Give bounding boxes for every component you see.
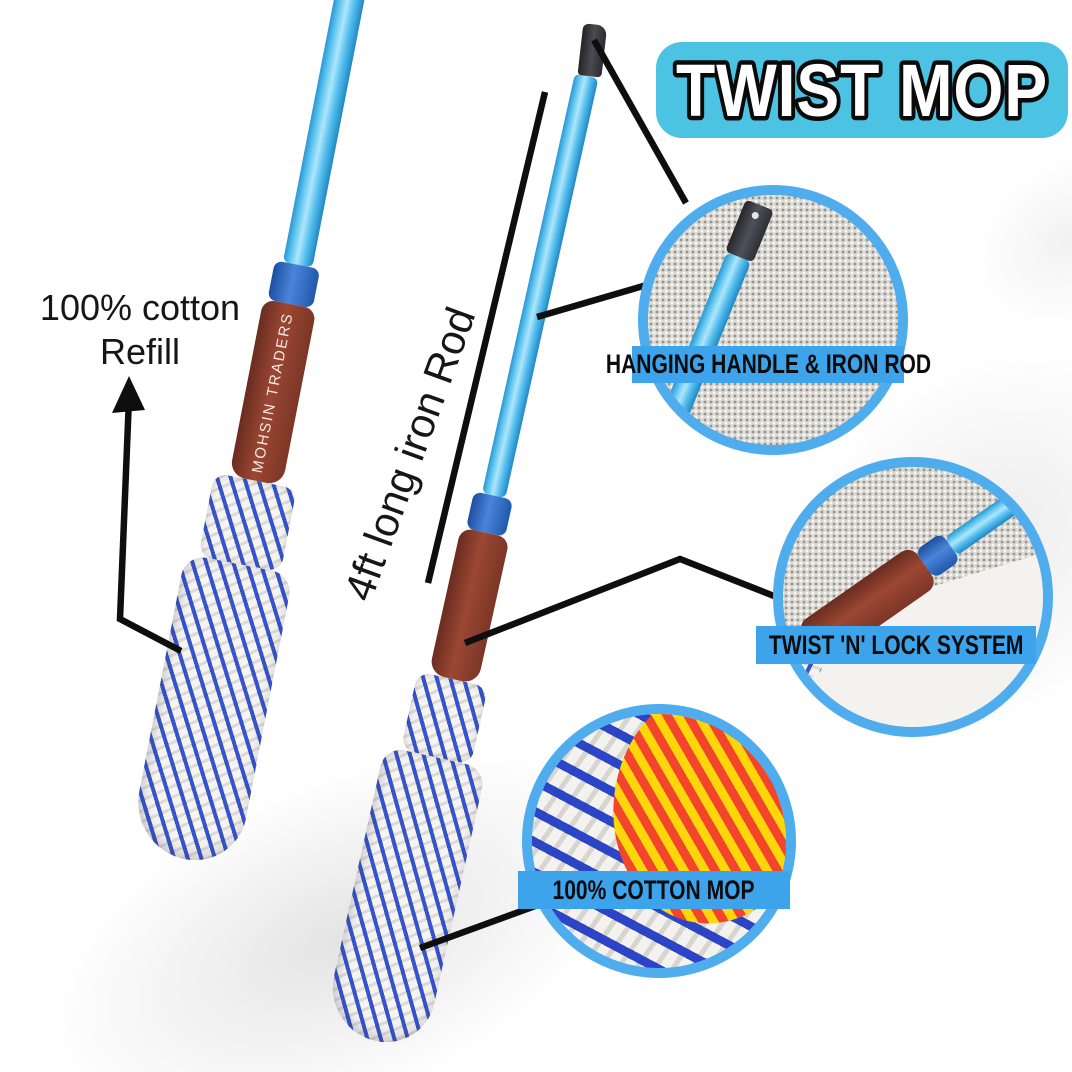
zoomed-pole: [944, 488, 1027, 556]
mop-left-cotton-head: [128, 553, 294, 870]
zoomed-rod-assembly: [648, 199, 776, 445]
mop-left-rope-neck: [198, 472, 297, 573]
callout-banner-twist-lock: TWIST 'N' LOCK SYSTEM: [756, 626, 1036, 664]
hanging-handle-cap: [725, 199, 774, 263]
mop-left-pole: [282, 0, 367, 268]
mop-right-grip: [428, 527, 510, 685]
mop-right-pole: [481, 73, 599, 499]
callout-label-cotton-mop: 100% COTTON MOP: [552, 874, 756, 905]
cotton-refill-note: 100% cotton Refill: [25, 286, 255, 374]
callout-circle-cotton-mop: [522, 704, 796, 978]
mop-right-rope-neck: [400, 671, 489, 766]
title-plate-svg: TWIST MOP: [656, 42, 1068, 138]
page-title: TWIST MOP: [676, 49, 1048, 132]
refill-arrow-head: [112, 376, 145, 413]
callout-label-hanging-handle: HANGING HANDLE & IRON ROD: [605, 349, 931, 379]
cotton-refill-line1: 100% cotton: [39, 287, 241, 328]
mop-right-hanging-handle-tip: [577, 23, 608, 78]
hanging-hole: [750, 210, 760, 221]
callout-banner-cotton-mop: 100% COTTON MOP: [518, 871, 790, 909]
cotton-refill-line2: Refill: [99, 330, 180, 372]
title-plate: TWIST MOP: [654, 40, 1070, 140]
mop-right-cotton-head: [322, 745, 487, 1052]
callout-label-twist-lock: TWIST 'N' LOCK SYSTEM: [768, 629, 1024, 660]
callout-circle-hanging-handle: [638, 185, 908, 455]
callout-circle-twist-lock: [773, 457, 1053, 737]
callout-banner-hanging-handle: HANGING HANDLE & IRON ROD: [605, 346, 931, 383]
title-plate-bg: [656, 42, 1068, 138]
